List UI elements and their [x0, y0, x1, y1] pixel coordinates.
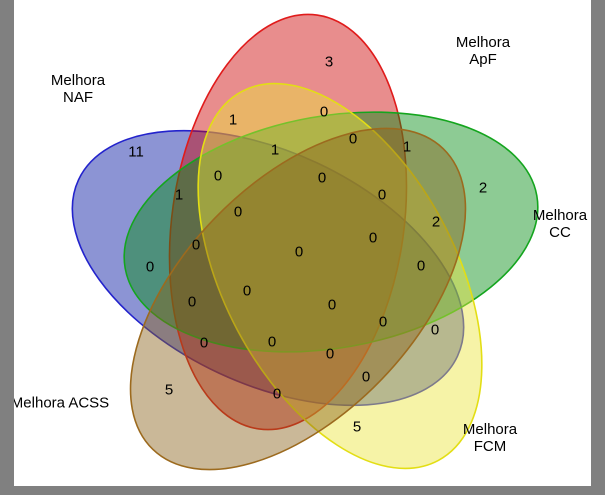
- region-count-26: 0: [267, 333, 277, 351]
- venn-ellipse-acss: [129, 127, 467, 471]
- set-label-line: FCM: [473, 438, 507, 455]
- set-label-line: NAF: [62, 89, 93, 106]
- region-count-0: 11: [128, 143, 144, 161]
- region-count-9: 1: [270, 141, 280, 159]
- region-count-27: 0: [199, 334, 209, 352]
- region-count-14: 0: [233, 203, 243, 221]
- region-count-18: 0: [294, 243, 304, 261]
- set-label-line: ApF: [469, 51, 497, 68]
- set-label-line: Melhora: [455, 34, 511, 51]
- region-count-11: 0: [317, 169, 327, 187]
- region-count-25: 0: [430, 321, 440, 339]
- set-label-line: Melhora: [532, 207, 588, 224]
- venn-ellipse-fcm: [197, 82, 483, 470]
- region-count-4: 5: [164, 381, 174, 399]
- window-border-left: [0, 0, 14, 495]
- region-count-15: 2: [431, 213, 441, 231]
- region-count-6: 0: [319, 103, 329, 121]
- region-count-2: 2: [478, 179, 488, 197]
- region-count-7: 0: [348, 130, 358, 148]
- region-count-10: 0: [213, 167, 223, 185]
- region-count-5: 1: [228, 111, 238, 129]
- window-border-right: [591, 0, 605, 495]
- region-count-1: 3: [324, 53, 334, 71]
- region-count-29: 0: [361, 368, 371, 386]
- region-count-30: 0: [272, 385, 282, 403]
- set-label-line: Melhora: [462, 421, 518, 438]
- set-label-line: Melhora: [50, 72, 106, 89]
- region-count-16: 0: [368, 229, 378, 247]
- region-count-24: 0: [378, 313, 388, 331]
- region-count-13: 0: [377, 186, 387, 204]
- set-label-line: Melhora ACSS: [10, 394, 110, 412]
- window-border-bottom: [14, 486, 605, 495]
- region-count-8: 1: [402, 138, 412, 156]
- venn-ellipse-naf: [71, 129, 465, 407]
- region-count-28: 0: [325, 345, 335, 363]
- set-label-acss: Melhora ACSS: [11, 395, 109, 412]
- region-count-3: 5: [352, 418, 362, 436]
- region-count-21: 0: [242, 282, 252, 300]
- venn-ellipse-cc: [123, 111, 539, 353]
- region-count-17: 0: [191, 236, 201, 254]
- region-count-23: 0: [327, 296, 337, 314]
- venn-ellipse-apf: [168, 13, 408, 431]
- region-count-22: 0: [187, 293, 197, 311]
- region-count-20: 0: [145, 258, 155, 276]
- set-label-line: CC: [549, 224, 571, 241]
- region-count-19: 0: [416, 257, 426, 275]
- region-count-12: 1: [174, 186, 184, 204]
